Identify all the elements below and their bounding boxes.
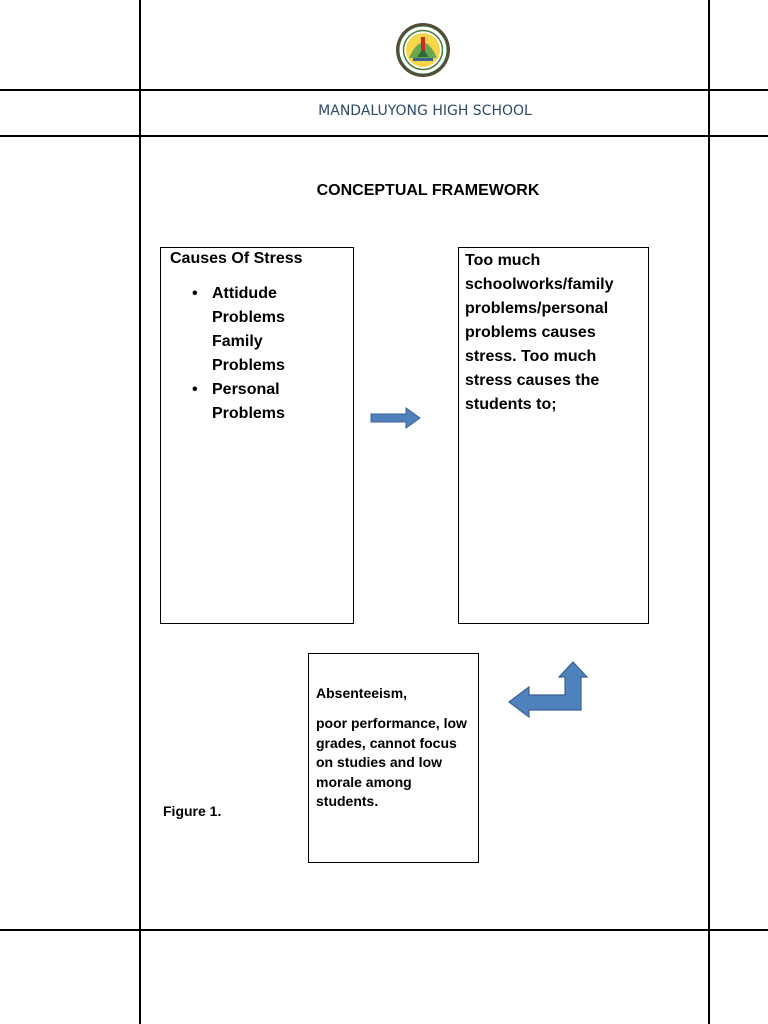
causes-box: Causes Of Stress Attidude Problems Famil… [160,247,354,624]
effect-box: Too much schoolworks/family problems/per… [458,247,649,624]
figure-label: Figure 1. [163,803,222,819]
bent-arrow-icon [508,661,589,719]
left-margin-line [139,0,141,1024]
list-item: Personal Problems [192,378,322,426]
right-margin-line [708,0,710,1024]
school-name: MANDALUYONG HIGH SCHOOL [318,103,532,119]
causes-list: Attidude Problems Family Problems Person… [170,282,344,426]
list-item: Attidude Problems Family Problems [192,282,322,378]
header-divider-top [0,89,768,91]
footer-divider [0,929,768,931]
framework-title: CONCEPTUAL FRAMEWORK [316,182,540,199]
result-box: Absenteeism, poor performance, low grade… [308,653,479,863]
result-line-2: poor performance, low grades, cannot foc… [316,715,467,809]
right-arrow-icon [370,407,421,429]
header-divider-bottom [0,135,768,137]
result-line-1: Absenteeism, [316,685,408,701]
effect-text: Too much schoolworks/family problems/per… [465,252,614,413]
school-seal-icon [396,23,450,77]
causes-title: Causes Of Stress [170,250,303,267]
